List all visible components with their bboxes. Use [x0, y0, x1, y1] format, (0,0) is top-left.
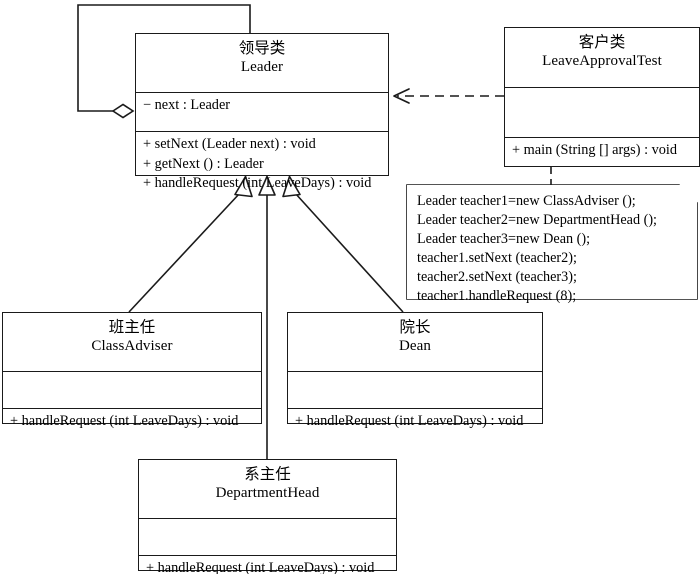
class-box-client[interactable]: 客户类 LeaveApprovalTest + main (String [] … — [504, 27, 700, 167]
class-operations-leader: + setNext (Leader next) : void + getNext… — [136, 131, 388, 204]
class-name-en-client: LeaveApprovalTest — [542, 52, 662, 69]
operation-row: + handleRequest (int LeaveDays) : void — [143, 175, 372, 192]
class-name-en-department-head: DepartmentHead — [215, 484, 320, 501]
class-name-en-leader: Leader — [240, 58, 284, 75]
class-attributes-dean — [288, 371, 542, 408]
class-attributes-client — [505, 87, 699, 137]
class-header-dean: 院长 Dean — [288, 313, 542, 371]
class-operations-department-head: + handleRequest (int LeaveDays) : void — [139, 555, 396, 574]
code-note: Leader teacher1=new ClassAdviser (); Lea… — [407, 185, 697, 304]
class-box-dean[interactable]: 院长 Dean + handleRequest (int LeaveDays) … — [287, 312, 543, 429]
class-attributes-department-head — [139, 518, 396, 555]
operation-row: + handleRequest (int LeaveDays) : void — [146, 560, 375, 574]
class-header-department-head: 系主任 DepartmentHead — [139, 460, 396, 518]
operation-row: + handleRequest (int LeaveDays) : void — [10, 413, 239, 429]
class-name-cn-client: 客户类 — [578, 33, 626, 51]
class-name-cn-department-head: 系主任 — [244, 465, 291, 483]
class-attributes-leader: − next : Leader — [136, 92, 388, 131]
class-name-en-class-adviser: ClassAdviser — [91, 337, 173, 354]
code-line: Leader teacher3=new Dean (); — [417, 231, 591, 248]
code-line: Leader teacher1=new ClassAdviser (); — [417, 193, 636, 209]
operation-row: + handleRequest (int LeaveDays) : void — [295, 413, 524, 429]
class-name-en-dean: Dean — [398, 337, 432, 354]
code-note-text: Leader teacher1=new ClassAdviser (); Lea… — [417, 192, 691, 307]
class-operations-dean: + handleRequest (int LeaveDays) : void — [288, 408, 542, 449]
class-operations-class-adviser: + handleRequest (int LeaveDays) : void — [3, 408, 261, 449]
class-operations-client: + main (String [] args) : void — [505, 137, 699, 193]
class-header-leader: 领导类 Leader — [136, 34, 388, 92]
class-name-cn-leader: 领导类 — [238, 39, 286, 57]
class-box-department-head[interactable]: 系主任 DepartmentHead + handleRequest (int … — [138, 459, 397, 574]
operation-row: + getNext () : Leader — [143, 155, 264, 172]
code-line: teacher1.setNext (teacher2); — [417, 250, 577, 267]
class-box-leader[interactable]: 领导类 Leader − next : Leader + setNext (Le… — [135, 33, 389, 191]
class-box-class-adviser[interactable]: 班主任 ClassAdviser + handleRequest (int Le… — [2, 312, 262, 429]
dependency-client-to-leader — [393, 88, 504, 104]
class-header-client: 客户类 LeaveApprovalTest — [505, 28, 699, 87]
attribute-row: − next : Leader — [143, 97, 231, 113]
class-name-cn-class-adviser: 班主任 — [108, 318, 156, 336]
class-header-class-adviser: 班主任 ClassAdviser — [3, 313, 261, 371]
code-line: Leader teacher2=new DepartmentHead (); — [417, 212, 657, 229]
operation-row: + main (String [] args) : void — [512, 142, 678, 158]
code-line: teacher2.setNext (teacher3); — [417, 269, 577, 286]
code-line: teacher1.handleRequest (8); — [417, 288, 577, 305]
class-attributes-class-adviser — [3, 371, 261, 408]
class-name-cn-dean: 院长 — [399, 318, 431, 336]
operation-row: + setNext (Leader next) : void — [143, 136, 316, 152]
